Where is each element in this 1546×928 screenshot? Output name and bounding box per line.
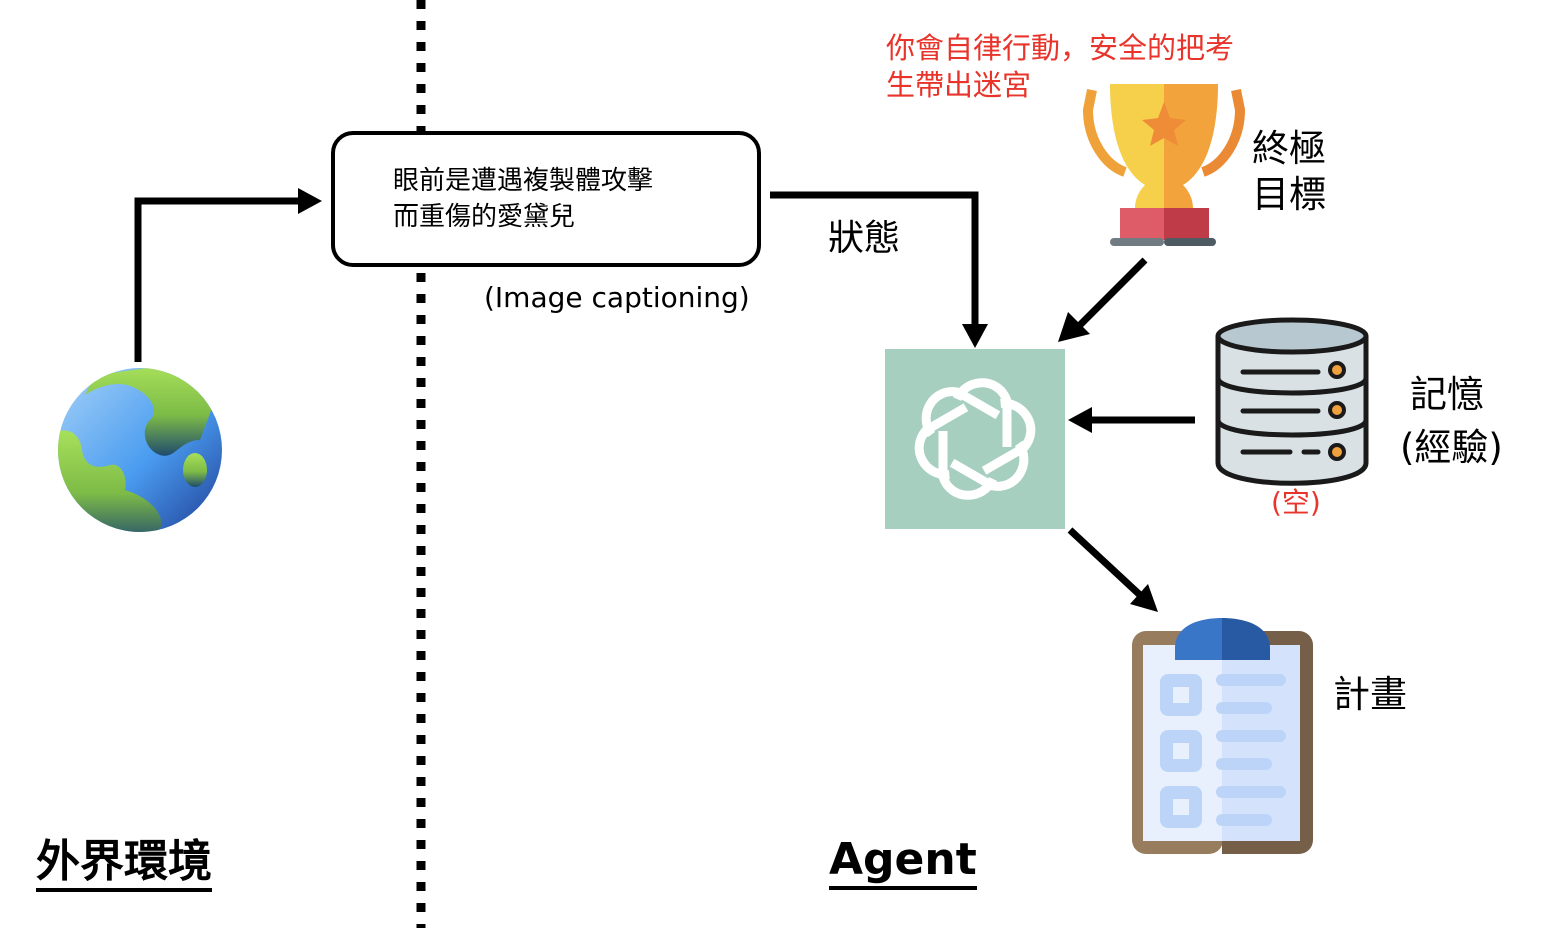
observation-caption-box: 眼前是遭遇複製體攻擊 而重傷的愛黛兒 <box>331 131 761 267</box>
arrow-state-to-agent <box>770 191 988 348</box>
plan-label: 計畫 <box>1333 673 1407 716</box>
database-icon <box>1215 317 1369 486</box>
agent-model-tile <box>885 349 1065 529</box>
goal-label-line-2: 目標 <box>1252 173 1326 216</box>
image-captioning-label: (Image captioning) <box>484 281 750 314</box>
clipboard-checklist-icon <box>1132 618 1313 854</box>
environment-section-label: 外界環境 <box>36 837 212 893</box>
arrow-memory-to-agent <box>1068 407 1195 433</box>
goal-instruction: 你會自律行動，安全的把考 生帶出迷宮 <box>886 30 1234 104</box>
memory-label: 記憶 <box>1410 364 1484 426</box>
memory-label-line-1: 記憶 <box>1410 373 1484 416</box>
earth-globe-icon <box>58 368 222 532</box>
goal-instruction-line-1: 你會自律行動，安全的把考 <box>886 31 1235 65</box>
goal-instruction-line-2: 生帶出迷宮 <box>886 68 1032 102</box>
arrow-agent-to-plan <box>1067 527 1158 612</box>
agent-section-label: Agent <box>829 835 977 891</box>
memory-label-line-2: (經驗) <box>1400 426 1503 469</box>
caption-line-1: 眼前是遭遇複製體攻擊 <box>393 166 654 196</box>
state-label: 狀態 <box>828 218 901 259</box>
trophy-icon <box>1082 84 1246 246</box>
ultimate-goal-label: 終極 目標 <box>1252 126 1326 218</box>
arrow-environment-to-observation <box>134 188 322 362</box>
openai-logo-icon <box>910 378 1039 496</box>
memory-empty-status: (空) <box>1271 486 1321 519</box>
caption-line-2: 而重傷的愛黛兒 <box>393 202 576 232</box>
arrow-goal-to-agent <box>1058 257 1148 342</box>
goal-label-line-1: 終極 <box>1252 127 1326 170</box>
